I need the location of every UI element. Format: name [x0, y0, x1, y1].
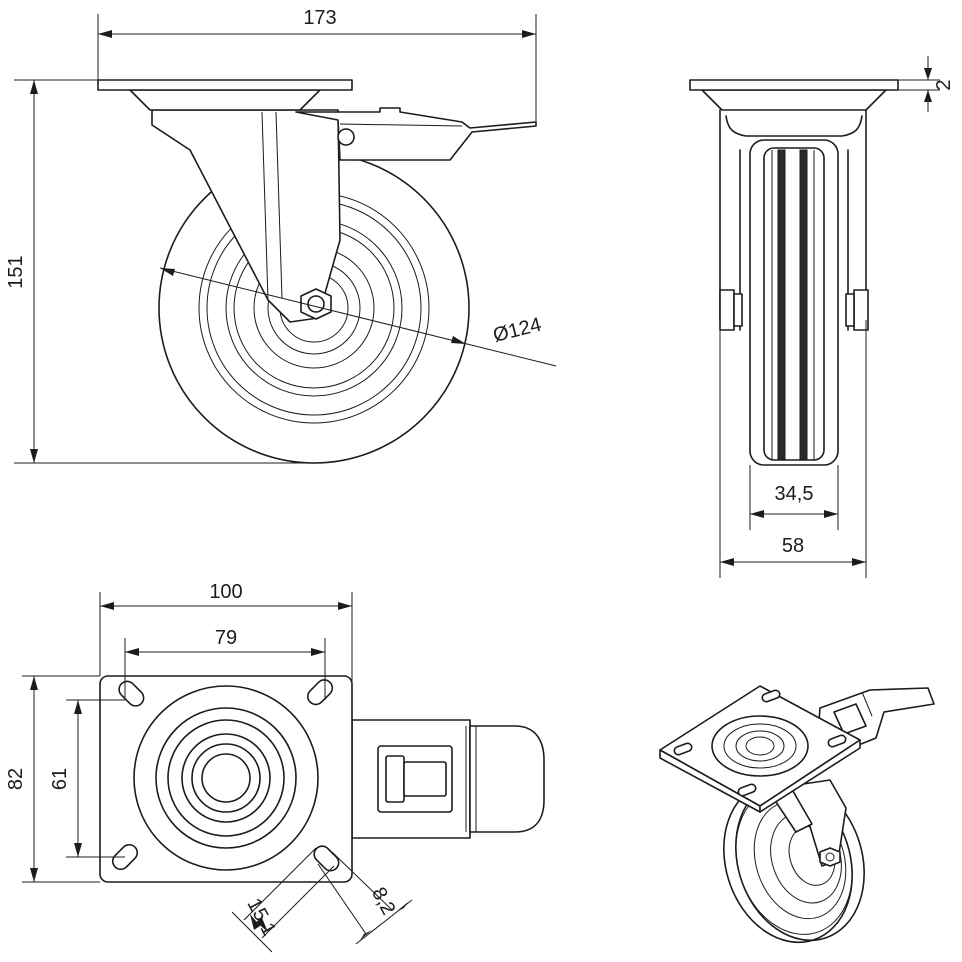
- dim-overall-height: 151: [5, 79, 314, 464]
- dim-tread-width: 34,5: [749, 465, 839, 530]
- dim-label-58: 58: [782, 535, 804, 557]
- dim-label-2: 2: [933, 79, 955, 90]
- dim-label-82: 82: [5, 768, 27, 790]
- dim-label-15-1: 15,1: [242, 895, 280, 940]
- dim-wheel-diameter: Ø124: [159, 267, 557, 367]
- front-view-axle-nuts: [719, 289, 869, 331]
- dim-plate-length: 100: [99, 581, 353, 720]
- front-view-plate: [689, 79, 899, 111]
- top-view-brake: [351, 719, 545, 839]
- top-view-swivel-bearing: [133, 685, 319, 871]
- dim-hole-spacing-length: 79: [124, 627, 326, 700]
- dim-label-151: 151: [5, 255, 27, 288]
- dim-overall-width: 173: [97, 7, 537, 122]
- dim-label-79: 79: [215, 627, 237, 649]
- front-view: 2 34,5 58: [689, 56, 955, 578]
- dim-plate-thickness: 2: [898, 56, 955, 112]
- dim-label-100: 100: [209, 581, 242, 603]
- dim-plate-width: 82: [5, 675, 100, 883]
- isometric-view-plate: [659, 685, 861, 813]
- front-view-wheel: [749, 139, 839, 466]
- dim-hole-spacing-width: 61: [49, 699, 125, 858]
- side-view-fork: [97, 79, 537, 323]
- isometric-view-fork: [767, 779, 847, 867]
- dim-label-61: 61: [49, 768, 71, 790]
- isometric-view: [659, 685, 935, 944]
- side-view-axle-nut: [300, 288, 332, 320]
- side-view: 173 151 Ø124: [5, 7, 557, 464]
- dim-fork-width: 58: [719, 320, 867, 578]
- dim-label-124: Ø124: [491, 314, 544, 347]
- dim-label-34-5: 34,5: [775, 483, 814, 505]
- dim-label-173: 173: [303, 7, 336, 29]
- top-view: 100 79 82 61: [5, 581, 545, 953]
